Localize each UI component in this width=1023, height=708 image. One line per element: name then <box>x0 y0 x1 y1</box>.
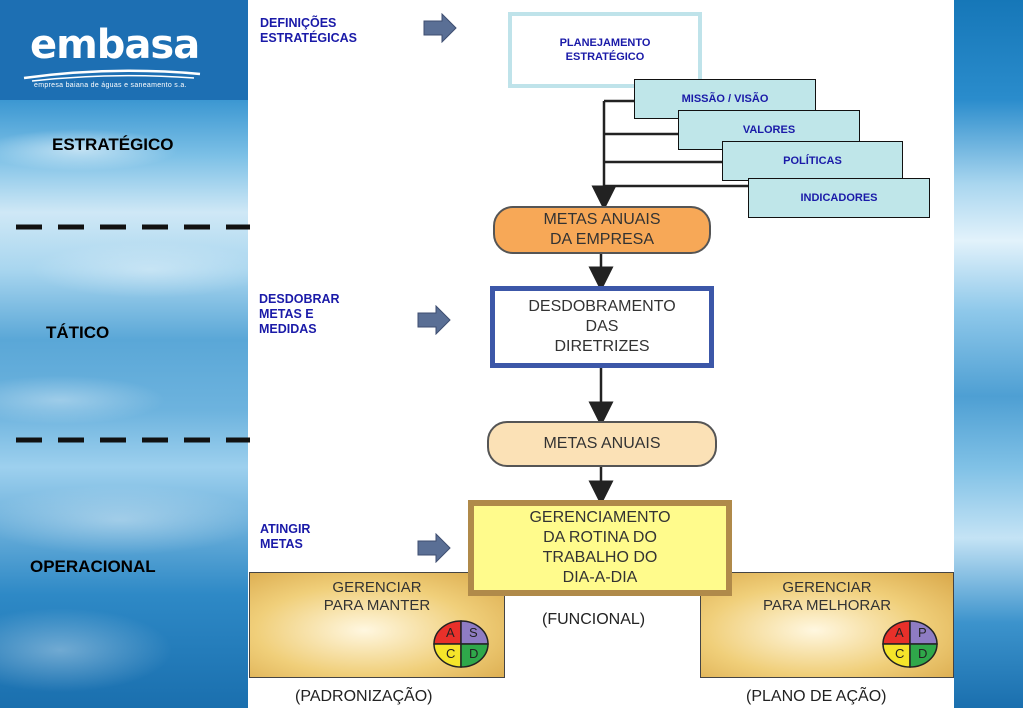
logo-swoosh-icon <box>23 69 201 82</box>
level-estrategico: ESTRATÉGICO <box>52 135 174 154</box>
cycle-letter-a: A <box>446 625 455 640</box>
separator-bottom <box>16 437 250 443</box>
politicas-box: POLÍTICAS <box>722 141 903 181</box>
level-operacional: OPERACIONAL <box>30 557 156 576</box>
left-water-panel <box>0 0 248 708</box>
level-tatico: TÁTICO <box>46 323 110 342</box>
plano-acao-caption: (PLANO DE AÇÃO) <box>746 688 887 705</box>
right-water-panel <box>954 0 1023 708</box>
cycle-letter-p: P <box>918 625 927 640</box>
logo-tagline: empresa baiana de águas e saneamento s.a… <box>34 82 187 89</box>
cycle-letter-d: D <box>918 646 928 661</box>
indicadores-box: INDICADORES <box>748 178 930 218</box>
block-arrow-icon <box>417 533 451 563</box>
logo-background <box>0 0 248 100</box>
cycle-letter-c: C <box>895 646 905 661</box>
block-arrow-icon <box>423 13 457 43</box>
cycle-letter-c: C <box>446 646 456 661</box>
funcional-caption: (FUNCIONAL) <box>542 611 646 628</box>
metas-anuais-box: METAS ANUAIS <box>487 421 717 467</box>
padronizacao-caption: (PADRONIZAÇÃO) <box>295 688 433 705</box>
cycle-letter-a: A <box>895 625 904 640</box>
separator-top <box>16 224 250 230</box>
gerenciamento-rotina-box: GERENCIAMENTO DA ROTINA DO TRABALHO DO D… <box>468 500 732 596</box>
cycle-letter-s: S <box>469 625 478 640</box>
asc-d-cycle-icon <box>433 620 489 668</box>
cycle-letter-d: D <box>469 646 479 661</box>
embasa-logo: embasa <box>30 22 200 68</box>
block-arrow-icon <box>417 305 451 335</box>
apcd-cycle-icon <box>882 620 938 668</box>
missao-visao-box: MISSÃO / VISÃO <box>634 79 816 119</box>
